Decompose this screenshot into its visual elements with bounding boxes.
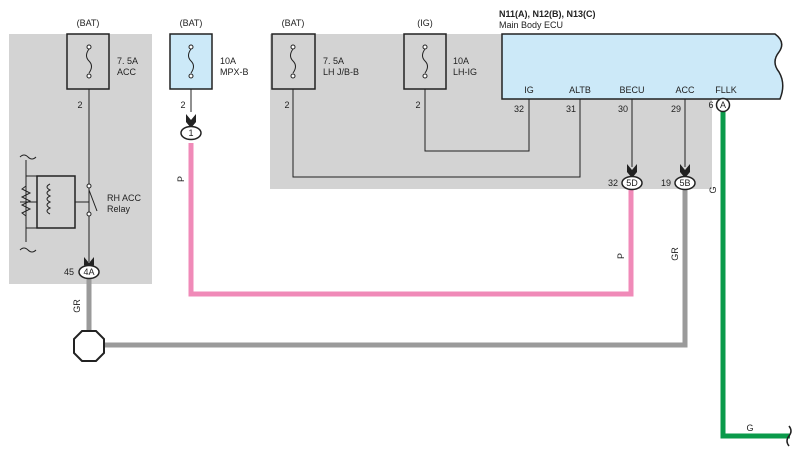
wire-color-gray-right: GR (670, 247, 680, 261)
connector-1: 1 (180, 114, 202, 141)
fuse-acc-name: ACC (117, 67, 137, 77)
ecu-terminal-acc: ACC (675, 85, 695, 95)
ecu-pin-becu: 30 (618, 104, 628, 114)
ecu-name: Main Body ECU (499, 20, 563, 30)
fuse-acc (66, 33, 110, 90)
wire-lhig-ig (424, 89, 530, 152)
fuse-mpxb-rating: 10A (220, 56, 236, 66)
fuse-lhig-name: LH-IG (453, 67, 477, 77)
source-mpxb: (BAT) (180, 18, 203, 28)
connector-5d-pin: 32 (608, 178, 618, 188)
fuse-lhig-pin: 2 (415, 100, 420, 110)
connector-5b-pin: 19 (661, 178, 671, 188)
connector-4a: 4A (78, 257, 100, 280)
wire-color-green-horizontal: G (746, 423, 753, 433)
source-lhjb: (BAT) (282, 18, 305, 28)
wire-lhjb-altb (292, 89, 581, 178)
fuse-mpxb-pin: 2 (180, 100, 185, 110)
fuse-acc-rating: 7. 5A (117, 56, 138, 66)
wire-color-pink-lower: P (616, 253, 626, 259)
ecu-terminal-ig: IG (524, 85, 534, 95)
connector-5b: 5B (674, 164, 696, 191)
fuse-mpxb-name: MPX-B (220, 67, 249, 77)
connector-5d-label: 5D (626, 178, 638, 188)
fuse-lhjb-rating: 7. 5A (323, 56, 344, 66)
ecu-pin-acc: 29 (671, 104, 681, 114)
fuse-lhig-rating: 10A (453, 56, 469, 66)
connector-a: A (715, 97, 731, 113)
gray-wire (86, 188, 688, 348)
ecu-terminal-altb: ALTB (569, 85, 591, 95)
ecu-pin-altb: 31 (566, 104, 576, 114)
fuse-mpxb (169, 33, 213, 112)
connector-1-label: 1 (188, 128, 193, 138)
connector-5b-label: 5B (679, 178, 690, 188)
relay-name-line2: Relay (107, 204, 131, 214)
wire-break-mark (786, 425, 792, 447)
ecu-terminal-fllk: FLLK (715, 85, 737, 95)
wire-color-pink-upper: P (176, 176, 186, 182)
rh-acc-relay (19, 154, 98, 253)
fuse-lhjb (271, 33, 316, 90)
ecu-pin-fllk: 6 (708, 100, 713, 110)
fuse-lhig (403, 33, 447, 90)
connector-5d: 5D (621, 164, 643, 191)
wire-color-gray-left: GR (72, 299, 82, 313)
ecu-pin-ig: 32 (514, 104, 524, 114)
green-wire (720, 112, 790, 439)
connector-4a-pin: 45 (64, 267, 74, 277)
ecu-connectors: N11(A), N12(B), N13(C) (499, 9, 596, 19)
connector-4a-label: 4A (83, 267, 94, 277)
pink-wire (188, 143, 634, 297)
fuse-lhjb-pin: 2 (284, 100, 289, 110)
wire-color-green-vertical: G (708, 186, 718, 193)
connector-a-label: A (720, 100, 726, 110)
splice-point (73, 330, 105, 362)
source-acc-zone: (BAT) (77, 18, 100, 28)
fuse-lhjb-name: LH J/B-B (323, 67, 359, 77)
fuse-acc-pin: 2 (77, 100, 82, 110)
source-lhig: (IG) (417, 18, 433, 28)
ecu-terminal-becu: BECU (619, 85, 644, 95)
main-body-ecu-box (501, 33, 784, 100)
relay-name-line1: RH ACC (107, 193, 142, 203)
